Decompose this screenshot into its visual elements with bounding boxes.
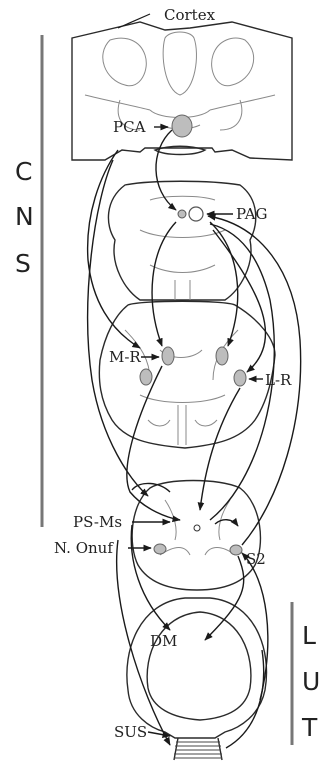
cortex-pointer [118,14,150,28]
label-mr: M-R [109,348,141,366]
pathway-lr-onuf [200,388,240,510]
midbrain-section [108,181,255,300]
label-onuf: N. Onuf [54,539,114,557]
cns-letter-s: S [15,249,31,278]
bladder-section [127,598,267,760]
lut-letter-l: L [302,621,316,650]
label-pca: PCA [113,118,146,136]
label-s2: S2 [246,550,266,568]
pathway-pag-mr [152,222,176,346]
lut-letter-u: U [302,667,320,696]
s2-nucleus [230,545,242,555]
mr-nucleus [162,347,174,365]
cns-letter-n: N [15,202,34,231]
mr-nucleus-right [216,347,228,365]
pons-section [99,301,275,448]
lut-letter-t: T [301,713,318,742]
pathway-mr-psms [127,366,180,520]
label-psms: PS-Ms [73,513,122,531]
pathway-sus-afferent [226,650,264,748]
cortex-section [72,22,292,160]
label-dm: DM [150,632,177,650]
cns-letter-c: C [15,157,32,186]
pathway-dorsal-horn [215,520,238,526]
onuf-nucleus [154,544,166,554]
pag-center [178,210,186,218]
label-sus: SUS [114,723,147,741]
pathway-psms-dm [131,525,170,630]
pathway-long-descending-left [88,160,148,496]
pag-nucleus [189,207,203,221]
spinal-cord-section [132,481,260,591]
label-lr: L-R [265,371,292,389]
lr-nucleus [234,370,246,386]
label-pag: PAG [236,205,268,223]
pathway-pag-right [210,222,238,346]
pca-nucleus [172,115,192,137]
pathways [88,130,301,748]
label-cortex: Cortex [164,6,216,24]
lr-nucleus-left [140,369,152,385]
